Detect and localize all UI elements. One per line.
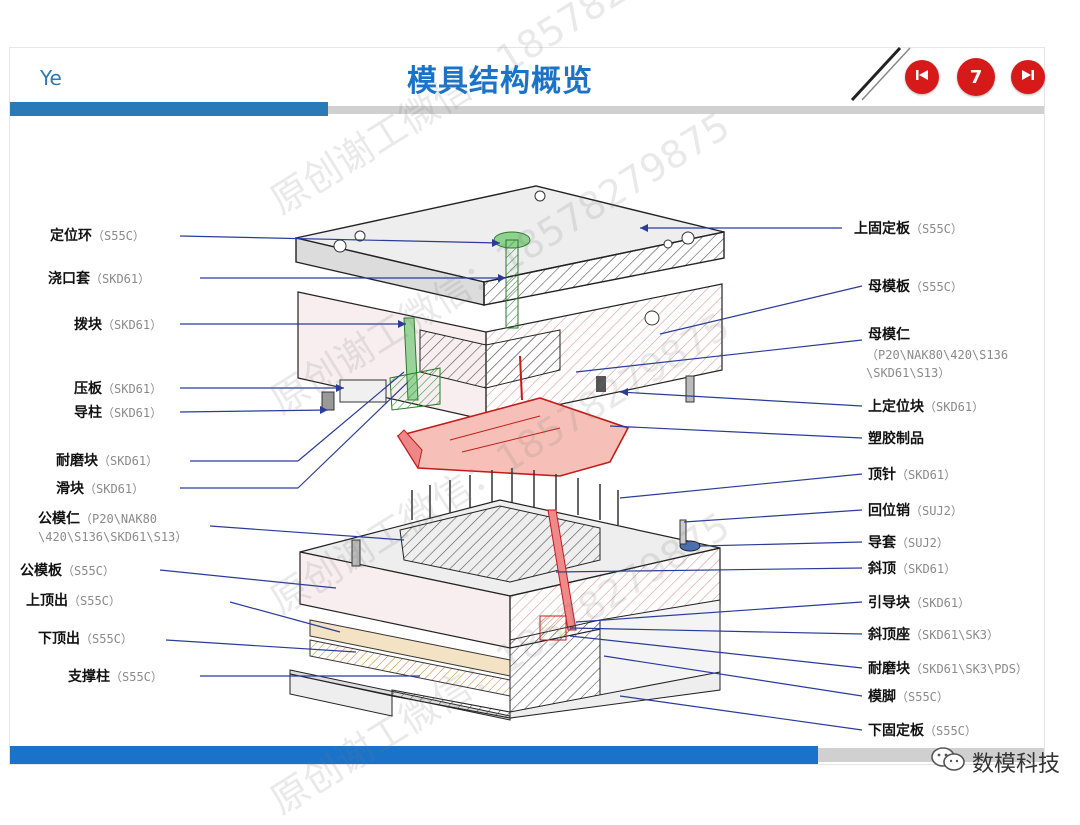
label-upper-ejector: 上顶出（S55C） [26,593,121,609]
label-return-pin: 回位销（SUJ2） [868,503,963,519]
label-top-clamp-plate: 上固定板（S55C） [854,221,963,237]
footer-brand: 数模科技 [930,746,1060,778]
label-cavity-plate: 母模板（S55C） [868,279,963,295]
label-core-plate: 公模板（S55C） [20,563,115,579]
label-lower-ejector: 下顶出（S55C） [38,631,133,647]
label-ejector-pin: 顶针（SKD61） [868,467,957,483]
label-wear-block-left: 耐磨块（SKD61） [56,453,159,469]
label-wear-block-right: 耐磨块（SKD61\SK3\PDS） [868,661,1028,677]
label-guide-bushing: 导套（SUJ2） [868,535,949,551]
label-cavity-insert: 母模仁 [868,327,910,343]
label-pressure-plate: 压板（SKD61） [74,381,163,397]
next-page-button[interactable] [1011,60,1045,94]
label-locating-ring: 定位环（S55C） [50,228,145,244]
page-title: 模具结构概览 [407,64,593,99]
label-sprue-bushing: 浇口套（SKD61） [48,271,151,287]
label-guide-pillar: 导柱（SKD61） [74,405,163,421]
label-dial-block: 拨块（SKD61） [74,317,163,333]
label-support-pillar: 支撑柱（S55C） [68,669,163,685]
label-mold-leg: 模脚（S55C） [868,689,949,705]
label-bottom-clamp-plate: 下固定板（S55C） [868,723,977,739]
leader-lines [159,227,863,731]
label-plastic-product: 塑胶制品 [868,431,924,447]
sprue-bushing-locating-ring [493,231,531,329]
footer-brand-text: 数模科技 [972,752,1061,777]
label-cavity-insert-materials-1: （P20\NAK80\420\S136 [866,348,1009,362]
wechat-icon [930,746,966,778]
skip-previous-icon [914,67,930,87]
plastic-product [396,355,630,477]
skip-next-icon [1020,67,1036,87]
ejector-plates-support [289,599,721,721]
prev-page-button[interactable] [905,60,939,94]
label-core-insert-materials: \420\S136\SKD61\S13） [38,530,188,544]
label-cavity-insert-materials-2: \SKD61\S13） [866,366,951,380]
label-guide-block: 引导块（SKD61） [868,595,971,611]
page-number-button[interactable]: 7 [957,58,995,96]
header-brand: Ye [40,66,62,90]
label-core-insert: 公模仁（P20\NAK80 [38,511,158,527]
ejector-pins [411,468,619,525]
label-slider: 滑块（SKD61） [56,481,145,497]
label-upper-locating-block: 上定位块（SKD61） [868,399,985,415]
label-lifter: 斜顶（SKD61） [868,561,957,577]
label-lifter-base: 斜顶座（SKD61\SK3） [868,627,1000,643]
leader-arrowheads [320,224,648,414]
